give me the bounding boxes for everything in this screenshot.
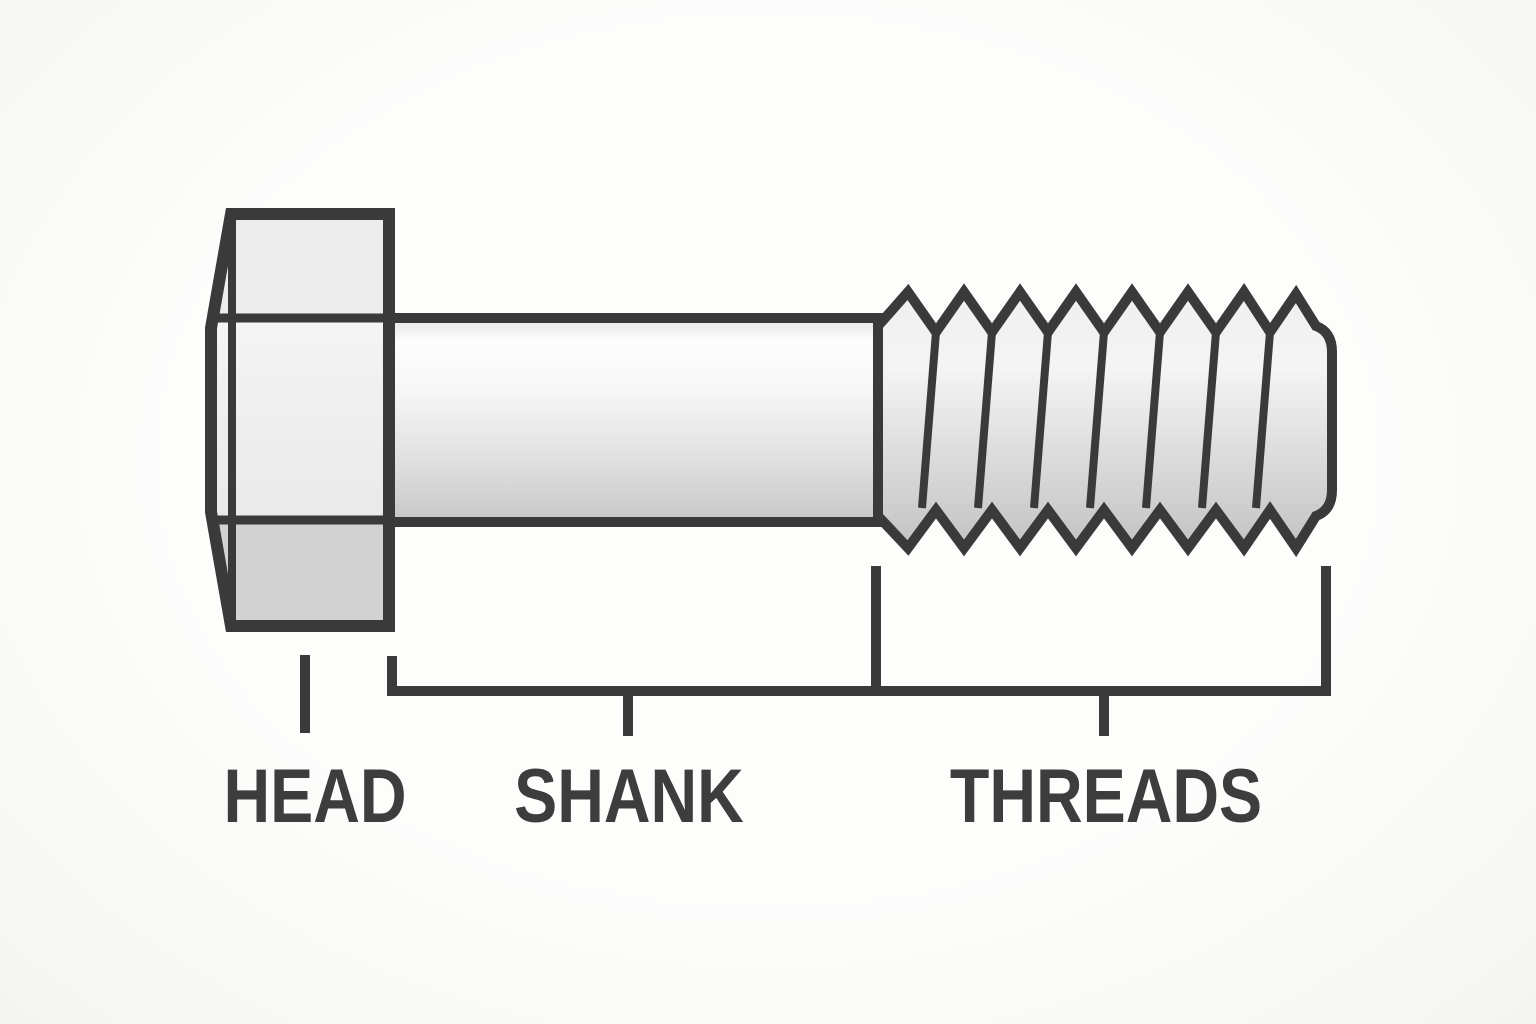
head-top-facet [211, 214, 389, 328]
threads-bracket [876, 566, 1331, 696]
bolt-threads [873, 283, 1337, 558]
labels: HEAD SHANK THREADS [223, 753, 1262, 838]
head-outline [205, 208, 395, 632]
label-head: HEAD [223, 753, 406, 838]
shank-bracket [387, 656, 876, 696]
bolt-shank [381, 313, 883, 527]
bolt-head [205, 208, 395, 632]
shank-body [381, 313, 883, 527]
label-threads: THREADS [950, 753, 1262, 838]
head-bottom-facet [211, 512, 389, 626]
thread-flank-lines [918, 331, 1274, 509]
label-shank: SHANK [514, 753, 744, 838]
head-facet-lines [213, 216, 389, 624]
